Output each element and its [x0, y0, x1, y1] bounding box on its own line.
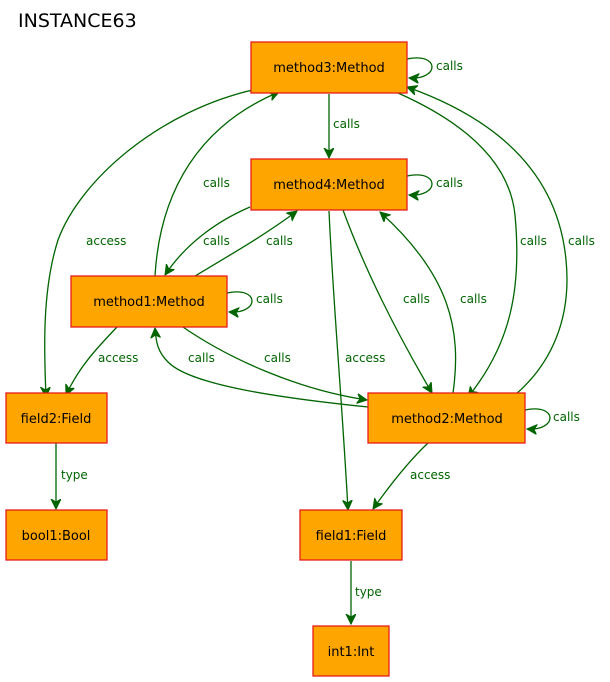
diagram-title: INSTANCE63 — [18, 10, 137, 32]
edge-method2-method4-calls: calls — [380, 212, 487, 394]
node-label: method4:Method — [273, 178, 385, 193]
edge-method2-method3-calls: calls — [407, 87, 595, 396]
edge-label: calls — [188, 351, 215, 365]
edge-method4-method2-calls: calls — [342, 209, 432, 393]
node-label: method3:Method — [273, 61, 385, 76]
edge-method3-method2-calls: calls — [397, 92, 547, 397]
node-bool1[interactable]: bool1:Bool — [5, 509, 108, 561]
edge-label: access — [410, 468, 450, 482]
node-method2[interactable]: method2:Method — [367, 392, 526, 444]
node-int1[interactable]: int1:Int — [312, 625, 390, 677]
edge-method3-field2-access: access — [45, 88, 258, 397]
edge-label: type — [61, 468, 88, 482]
node-label: method2:Method — [391, 412, 503, 427]
edge-method1-field2-access: access — [66, 326, 138, 395]
edge-label: type — [355, 585, 382, 599]
edge-label: calls — [520, 234, 547, 248]
edge-label: calls — [256, 292, 283, 306]
edge-field1-int1-type: type — [351, 561, 382, 624]
edge-label: calls — [203, 234, 230, 248]
edge-method1-method4-calls: calls — [194, 211, 297, 277]
edge-label: calls — [203, 176, 230, 190]
node-label: bool1:Bool — [22, 529, 91, 544]
edge-label: calls — [266, 234, 293, 248]
edge-label: calls — [436, 176, 463, 190]
edge-label: calls — [568, 234, 595, 248]
edge-method1-self-calls: calls — [226, 291, 283, 312]
edge-label: calls — [403, 292, 430, 306]
edge-label: access — [86, 234, 126, 248]
edge-label: calls — [460, 292, 487, 306]
node-label: int1:Int — [328, 645, 375, 660]
node-label: field2:Field — [21, 412, 92, 427]
edge-method1-method2-calls: calls — [179, 324, 367, 400]
edge-method2-self-calls: calls — [524, 408, 580, 429]
edge-field2-bool1-type: type — [56, 443, 88, 509]
edge-label: access — [345, 351, 385, 365]
edge-method4-method1-calls: calls — [165, 206, 251, 275]
edge-method2-method1-calls: calls — [155, 328, 369, 408]
edge-method4-field1-access: access — [328, 210, 385, 510]
node-label: field1:Field — [316, 529, 387, 544]
node-field1[interactable]: field1:Field — [299, 509, 403, 561]
node-method1[interactable]: method1:Method — [70, 275, 228, 328]
edge-label: calls — [264, 351, 291, 365]
edge-method3-method4-calls: calls — [329, 94, 360, 158]
edge-label: calls — [333, 117, 360, 131]
edge-label: calls — [553, 410, 580, 424]
node-method3[interactable]: method3:Method — [250, 41, 408, 94]
edge-method2-field1-access: access — [373, 442, 450, 509]
edge-label: calls — [436, 59, 463, 73]
edge-label: access — [98, 351, 138, 365]
node-field2[interactable]: field2:Field — [5, 392, 108, 444]
node-method4[interactable]: method4:Method — [250, 158, 408, 211]
edge-method1-method3-calls: calls — [154, 92, 279, 277]
node-label: method1:Method — [93, 295, 205, 310]
edge-method3-self-calls: calls — [406, 57, 463, 78]
edge-method4-self-calls: calls — [406, 174, 463, 195]
